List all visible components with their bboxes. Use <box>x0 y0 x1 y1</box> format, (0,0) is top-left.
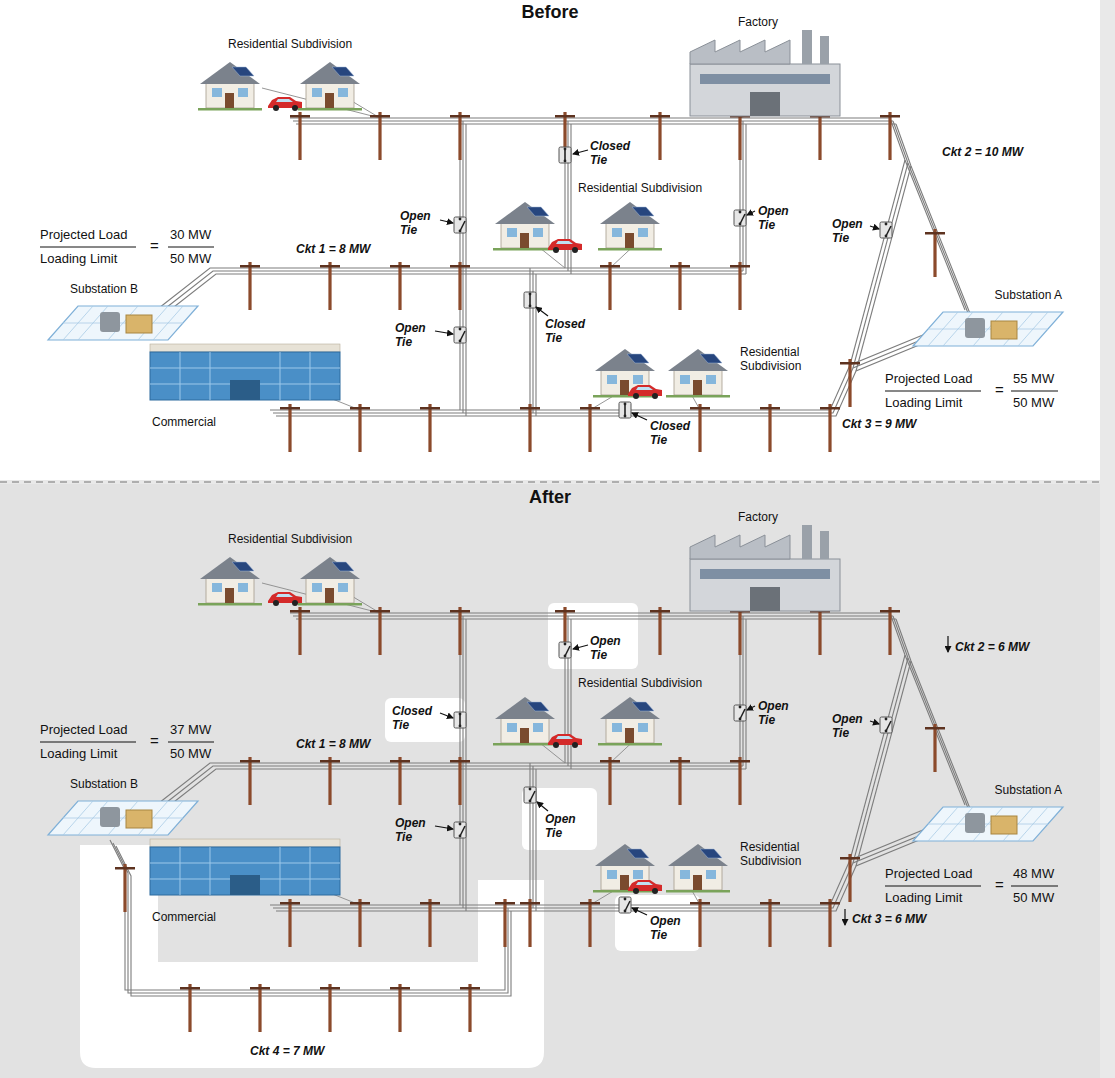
tie-label: Closed Tie <box>590 140 630 168</box>
place-label: Commercial <box>152 416 216 430</box>
load-label: 48 MW <box>1013 867 1054 882</box>
tie-label: Closed Tie <box>650 420 690 448</box>
load-label: 55 MW <box>1013 372 1054 387</box>
substation-fence <box>40 300 205 344</box>
load-label: Projected Load <box>40 228 127 243</box>
circuit-label: Ckt 3 = 6 MW <box>852 913 926 927</box>
after-ground <box>0 484 1100 1078</box>
divider-line <box>0 481 1100 483</box>
circuit-label: Ckt 1 = 8 MW <box>296 738 370 752</box>
load-label: Loading Limit <box>885 891 962 906</box>
place-label: Factory <box>738 16 778 30</box>
substation-label: Substation B <box>40 777 205 792</box>
substation-label: Substation B <box>40 282 205 297</box>
substation: Substation A <box>905 783 1070 845</box>
load-label: Projected Load <box>40 723 127 738</box>
substation: Substation A <box>905 288 1070 350</box>
load-label: 50 MW <box>1013 396 1054 411</box>
place-label: Residential Subdivision <box>740 841 801 869</box>
before-ground <box>0 0 1100 480</box>
substation-label: Substation A <box>905 783 1070 798</box>
place-label: Residential Subdivision <box>578 677 702 691</box>
load-label: 50 MW <box>170 252 211 267</box>
panel-title: After <box>0 485 1100 508</box>
panel-title: Before <box>0 0 1100 23</box>
place-label: Factory <box>738 511 778 525</box>
place-label: Residential Subdivision <box>228 533 352 547</box>
load-label: Loading Limit <box>40 252 117 267</box>
before-network <box>150 30 971 452</box>
equals-sign: = <box>150 237 159 254</box>
fraction-lines <box>40 247 1058 886</box>
substation-label: Substation A <box>905 288 1070 303</box>
place-label: Residential Subdivision <box>578 182 702 196</box>
load-label: Projected Load <box>885 867 972 882</box>
circuit-label: Ckt 3 = 9 MW <box>842 418 916 432</box>
load-label: 50 MW <box>1013 891 1054 906</box>
equals-sign: = <box>995 381 1004 398</box>
load-label: Loading Limit <box>885 396 962 411</box>
circuit-label: Ckt 2 = 10 MW <box>942 146 1023 160</box>
place-label: Residential Subdivision <box>740 346 801 374</box>
equals-sign: = <box>995 876 1004 893</box>
load-label: Projected Load <box>885 372 972 387</box>
substation-fence <box>905 306 1070 350</box>
new-circuit <box>110 840 515 1032</box>
tie-label: Open Tie <box>395 817 426 845</box>
after-network <box>150 525 971 947</box>
tie-label: Open Tie <box>590 635 621 663</box>
substation-fence <box>905 801 1070 845</box>
circuit-label: Ckt 2 = 6 MW <box>955 641 1029 655</box>
tie-label: Open Tie <box>758 205 789 233</box>
load-label: 50 MW <box>170 747 211 762</box>
substation-fence <box>40 795 205 839</box>
tie-label: Open Tie <box>400 210 431 238</box>
place-label: Commercial <box>152 911 216 925</box>
tie-label: Closed Tie <box>545 318 585 346</box>
tie-label: Open Tie <box>395 322 426 350</box>
change-highlight <box>80 603 700 1068</box>
circuit-label: Ckt 1 = 8 MW <box>296 243 370 257</box>
substation: Substation B <box>40 282 205 344</box>
load-label: 37 MW <box>170 723 211 738</box>
load-label: 30 MW <box>170 228 211 243</box>
tie-label: Open Tie <box>545 813 576 841</box>
tie-switches <box>454 147 892 913</box>
leader-arrows <box>435 150 948 925</box>
tie-label: Open Tie <box>832 218 863 246</box>
tie-label: Open Tie <box>650 915 681 943</box>
panel-band: AfterSubstation B Substation A <box>0 485 1100 1078</box>
tie-label: Open Tie <box>832 713 863 741</box>
tie-label: Open Tie <box>758 700 789 728</box>
tie-label: Closed Tie <box>392 705 432 733</box>
equals-sign: = <box>150 732 159 749</box>
place-label: Residential Subdivision <box>228 38 352 52</box>
circuit-label: Ckt 4 = 7 MW <box>250 1045 324 1059</box>
substation: Substation B <box>40 777 205 839</box>
load-label: Loading Limit <box>40 747 117 762</box>
